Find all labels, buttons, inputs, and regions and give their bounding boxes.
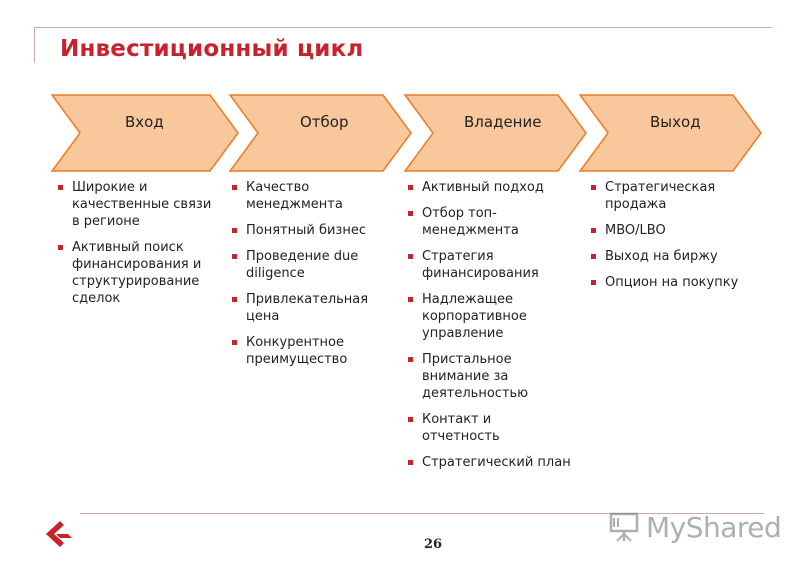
list-item: Понятный бизнес (231, 222, 391, 239)
stage-label-exit: Выход (650, 113, 701, 131)
stage-list-selection: Качество менеджмента Понятный бизнес Про… (231, 179, 391, 377)
list-item: Выход на биржу (590, 248, 750, 265)
list-item: Активный поиск финансирования и структур… (57, 239, 222, 307)
stage-label-ownership: Владение (464, 113, 542, 131)
list-item: Стратегическая продажа (590, 179, 750, 213)
page-title: Инвестиционный цикл (60, 36, 364, 62)
stage-chevron-exit (578, 94, 762, 172)
list-item: Проведение due diligence (231, 248, 391, 282)
stage-list-exit: Стратегическая продажа MBO/LBO Выход на … (590, 179, 750, 300)
list-item: Стратегический план (407, 454, 572, 471)
stage-chevron-selection (228, 94, 412, 172)
stage-label-entry: Вход (125, 113, 164, 131)
list-item: Опцион на покупку (590, 274, 750, 291)
footer-divider (80, 513, 764, 514)
list-item: Надлежащее корпоративное управление (407, 291, 572, 342)
watermark: MyShared (608, 509, 782, 545)
stage-chevron-entry (50, 94, 239, 172)
stage-chevron-ownership (403, 94, 587, 172)
left-frame-line (34, 27, 35, 63)
list-item: Контакт и отчетность (407, 411, 572, 445)
watermark-text: MyShared (646, 510, 782, 544)
list-item: Качество менеджмента (231, 179, 391, 213)
list-item: Отбор топ-менеджмента (407, 205, 572, 239)
list-item: Конкурентное преимущество (231, 334, 391, 368)
stage-list-ownership: Активный подход Отбор топ-менеджмента Ст… (407, 179, 572, 480)
page-number: 26 (424, 537, 443, 552)
stage-label-selection: Отбор (300, 113, 349, 131)
company-logo-icon (46, 521, 72, 547)
top-frame-line (34, 27, 772, 28)
list-item: Привлекательная цена (231, 291, 391, 325)
presentation-board-icon (609, 512, 639, 542)
list-item: Активный подход (407, 179, 572, 196)
stage-list-entry: Широкие и качественные связи в регионе А… (57, 179, 222, 316)
list-item: MBO/LBO (590, 222, 750, 239)
list-item: Широкие и качественные связи в регионе (57, 179, 222, 230)
list-item: Пристальное внимание за деятельностью (407, 351, 572, 402)
list-item: Стратегия финансирования (407, 248, 572, 282)
